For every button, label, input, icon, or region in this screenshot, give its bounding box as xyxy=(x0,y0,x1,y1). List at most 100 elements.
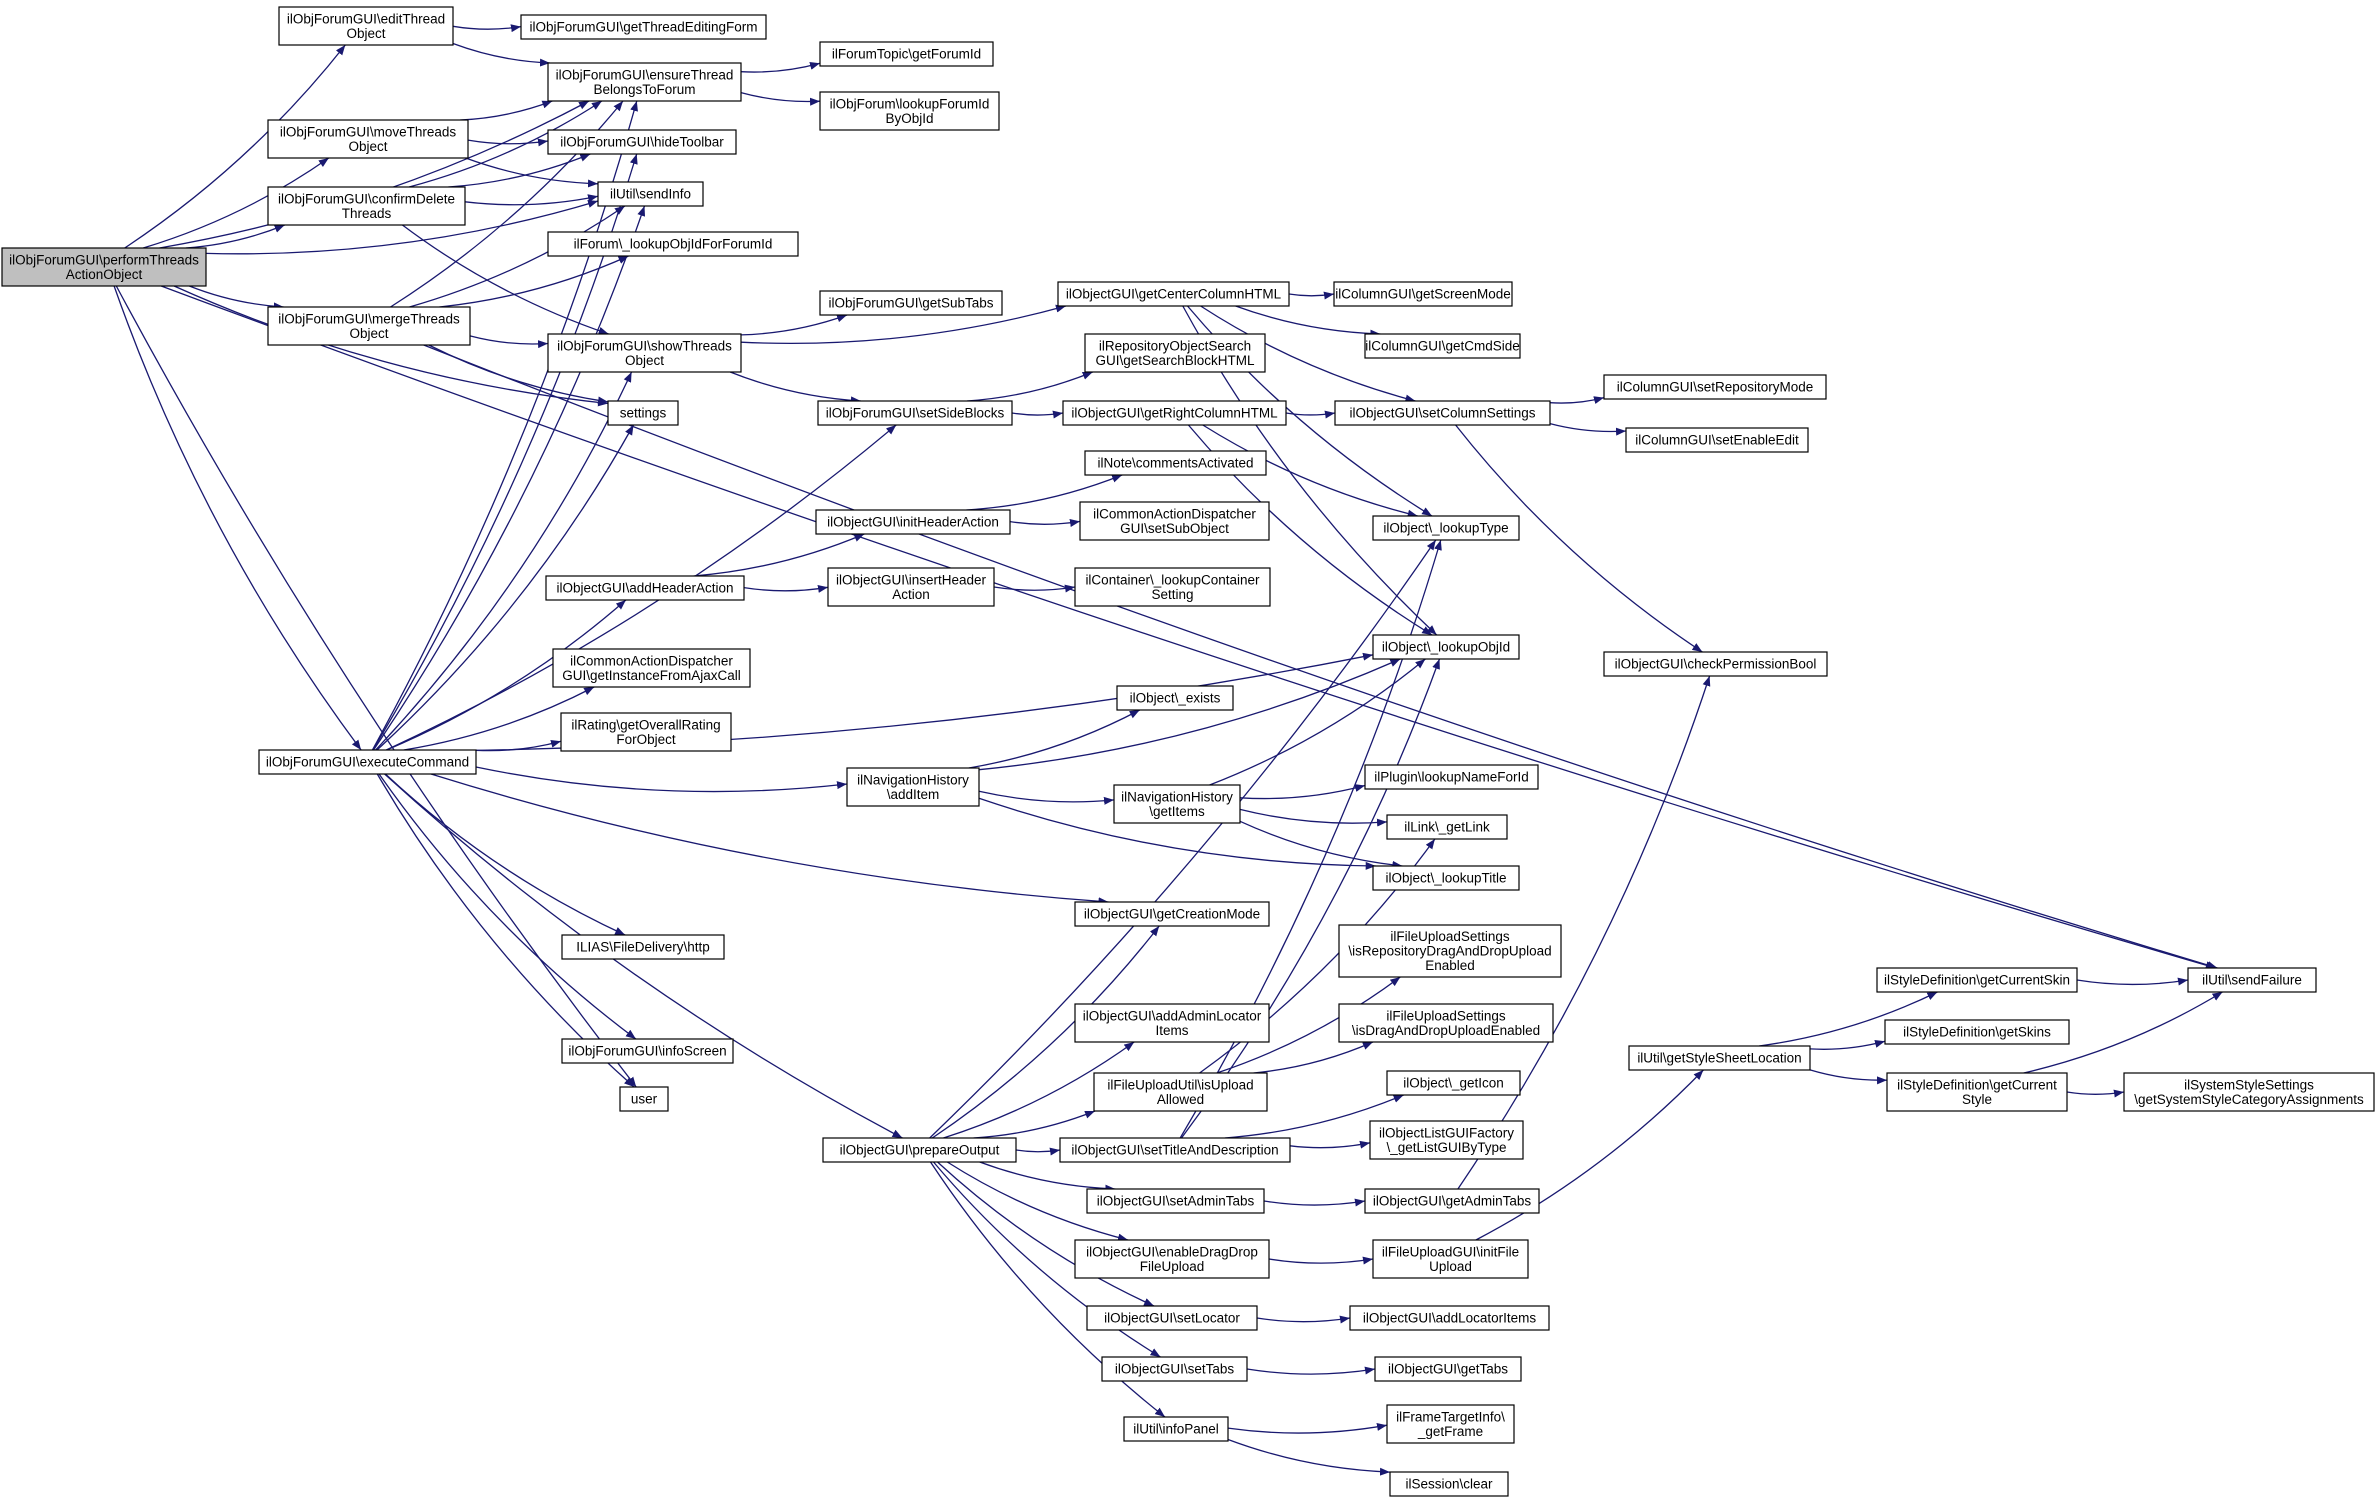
node-lookupObjId[interactable]: ilObject\_lookupObjId xyxy=(1372,634,1520,660)
node-sendInfo[interactable]: ilUtil\sendInfo xyxy=(597,181,704,207)
node-setLocator[interactable]: ilObjectGUI\setLocator xyxy=(1086,1305,1258,1331)
node-box-getStyleSheetLocation xyxy=(1628,1045,1811,1071)
node-getCenterColumnHTML[interactable]: ilObjectGUI\getCenterColumnHTML xyxy=(1057,281,1290,307)
node-getTabs[interactable]: ilObjectGUI\getTabs xyxy=(1374,1356,1522,1382)
node-box-getOverallRating xyxy=(560,712,732,752)
node-getCurrentSkin[interactable]: ilStyleDefinition\getCurrentSkin xyxy=(1876,967,2078,993)
node-lookupObjIdForForumId[interactable]: ilForum\_lookupObjIdForForumId xyxy=(547,231,799,257)
node-getIcon[interactable]: ilObject\_getIcon xyxy=(1386,1070,1521,1096)
node-setAdminTabs[interactable]: ilObjectGUI\setAdminTabs xyxy=(1086,1188,1265,1214)
node-getItems[interactable]: ilNavigationHistory\getItems xyxy=(1113,784,1241,824)
node-box-getForumId xyxy=(819,41,994,67)
node-label-editThread-1: Object xyxy=(346,26,385,41)
node-getForumId[interactable]: ilForumTopic\getForumId xyxy=(819,41,994,67)
node-box-getItems xyxy=(1113,784,1241,824)
node-lookupNameForId[interactable]: ilPlugin\lookupNameForId xyxy=(1364,764,1539,790)
node-sendFailure[interactable]: ilUtil\sendFailure xyxy=(2187,967,2317,993)
node-box-executeCommand xyxy=(258,749,477,775)
edge-root-to-editThread xyxy=(124,44,346,249)
node-checkPermissionBool[interactable]: ilObjectGUI\checkPermissionBool xyxy=(1603,651,1828,677)
node-getCreationMode[interactable]: ilObjectGUI\getCreationMode xyxy=(1074,901,1270,927)
node-setRepositoryMode[interactable]: ilColumnGUI\setRepositoryMode xyxy=(1603,374,1827,400)
node-prepareOutput[interactable]: ilObjectGUI\prepareOutput xyxy=(822,1137,1017,1163)
node-box-getSubTabs xyxy=(819,290,1003,316)
node-getRightColumnHTML[interactable]: ilObjectGUI\getRightColumnHTML xyxy=(1062,400,1287,426)
edge-executeCommand-to-getInstanceFromAjaxCall xyxy=(403,686,595,751)
node-lookupTitle[interactable]: ilObject\_lookupTitle xyxy=(1372,865,1520,891)
node-hideToolbar[interactable]: ilObjForumGUI\hideToolbar xyxy=(547,129,737,155)
node-box-sendInfo xyxy=(597,181,704,207)
node-addLocatorItems[interactable]: ilObjectGUI\addLocatorItems xyxy=(1349,1305,1550,1331)
node-http[interactable]: ILIAS\FileDelivery\http xyxy=(561,934,725,960)
node-commentsActivated[interactable]: ilNote\commentsActivated xyxy=(1084,450,1267,476)
node-label-isDragDrop-1: \isDragAndDropUploadEnabled xyxy=(1352,1023,1540,1038)
node-label-getCenterColumnHTML-0: ilObjectGUI\getCenterColumnHTML xyxy=(1066,287,1282,302)
node-settings[interactable]: settings xyxy=(607,400,679,426)
node-label-root-1: ActionObject xyxy=(66,267,143,282)
node-executeCommand[interactable]: ilObjForumGUI\executeCommand xyxy=(258,749,477,775)
node-getCmdSide[interactable]: ilColumnGUI\getCmdSide xyxy=(1364,333,1521,359)
node-label-getSystemStyleCategory-0: ilSystemStyleSettings xyxy=(2184,1077,2314,1092)
node-getSkins[interactable]: ilStyleDefinition\getSkins xyxy=(1884,1019,2070,1045)
edge-getRightColumnHTML-to-lookupType xyxy=(1202,424,1418,518)
node-label-setSubObject-0: ilCommonActionDispatcher xyxy=(1093,506,1256,521)
node-getAdminTabs[interactable]: ilObjectGUI\getAdminTabs xyxy=(1364,1188,1540,1214)
node-exists[interactable]: ilObject\_exists xyxy=(1116,685,1234,711)
node-setColumnSettings[interactable]: ilObjectGUI\setColumnSettings xyxy=(1334,400,1551,426)
node-addHeaderAction[interactable]: ilObjectGUI\addHeaderAction xyxy=(545,575,745,601)
node-label-isUploadAllowed-1: Allowed xyxy=(1157,1092,1204,1107)
node-isRepoDragDrop[interactable]: ilFileUploadSettings\isRepositoryDragAnd… xyxy=(1338,924,1562,978)
node-label-getItems-0: ilNavigationHistory xyxy=(1121,789,1233,804)
node-setTabs[interactable]: ilObjectGUI\setTabs xyxy=(1101,1356,1248,1382)
node-setTitleAndDescription[interactable]: ilObjectGUI\setTitleAndDescription xyxy=(1059,1137,1291,1163)
node-lookupType[interactable]: ilObject\_lookupType xyxy=(1372,515,1520,541)
node-getInstanceFromAjaxCall[interactable]: ilCommonActionDispatcherGUI\getInstanceF… xyxy=(552,648,751,688)
edge-enableDragDrop-to-initFileUpload xyxy=(1268,1256,1374,1265)
edge-prepareOutput-to-setTitleAndDescription xyxy=(1015,1147,1061,1156)
node-label-getTabs-0: ilObjectGUI\getTabs xyxy=(1388,1362,1508,1377)
node-getThreadEditingForm[interactable]: ilObjForumGUI\getThreadEditingForm xyxy=(520,14,767,40)
node-infoScreen[interactable]: ilObjForumGUI\infoScreen xyxy=(561,1038,734,1064)
node-label-setLocator-0: ilObjectGUI\setLocator xyxy=(1104,1311,1240,1326)
node-box-getSearchBlockHTML xyxy=(1084,333,1266,373)
node-getScreenMode[interactable]: ilColumnGUI\getScreenMode xyxy=(1333,281,1513,307)
node-getListGUIByType[interactable]: ilObjectListGUIFactory\_getListGUIByType xyxy=(1369,1120,1524,1160)
node-initHeaderAction[interactable]: ilObjectGUI\initHeaderAction xyxy=(815,509,1011,535)
node-setEnableEdit[interactable]: ilColumnGUI\setEnableEdit xyxy=(1625,427,1809,453)
node-label-setAdminTabs-0: ilObjectGUI\setAdminTabs xyxy=(1097,1194,1255,1209)
node-user[interactable]: user xyxy=(619,1086,669,1112)
node-infoPanel[interactable]: ilUtil\infoPanel xyxy=(1123,1416,1229,1442)
node-getLink[interactable]: ilLink\_getLink xyxy=(1386,814,1508,840)
node-clear[interactable]: ilSession\clear xyxy=(1389,1471,1509,1497)
node-box-addAdminLocatorItems xyxy=(1074,1003,1270,1043)
node-getSearchBlockHTML[interactable]: ilRepositoryObjectSearchGUI\getSearchBlo… xyxy=(1084,333,1266,373)
node-label-lookupType-0: ilObject\_lookupType xyxy=(1383,521,1508,536)
node-addItem[interactable]: ilNavigationHistory\addItem xyxy=(846,767,980,807)
node-getSystemStyleCategory[interactable]: ilSystemStyleSettings\getSystemStyleCate… xyxy=(2123,1072,2375,1112)
node-getStyleSheetLocation[interactable]: ilUtil\getStyleSheetLocation xyxy=(1628,1045,1811,1071)
edge-setTitleAndDescription-to-getListGUIByType xyxy=(1289,1140,1371,1149)
node-setSideBlocks[interactable]: ilObjForumGUI\setSideBlocks xyxy=(817,400,1013,426)
node-getFrame[interactable]: ilFrameTargetInfo\_getFrame xyxy=(1386,1404,1515,1444)
node-label-ensureThread-1: BelongsToForum xyxy=(593,82,695,97)
node-box-isRepoDragDrop xyxy=(1338,924,1562,978)
node-getSubTabs[interactable]: ilObjForumGUI\getSubTabs xyxy=(819,290,1003,316)
node-isDragDrop[interactable]: ilFileUploadSettings\isDragAndDropUpload… xyxy=(1338,1003,1554,1043)
